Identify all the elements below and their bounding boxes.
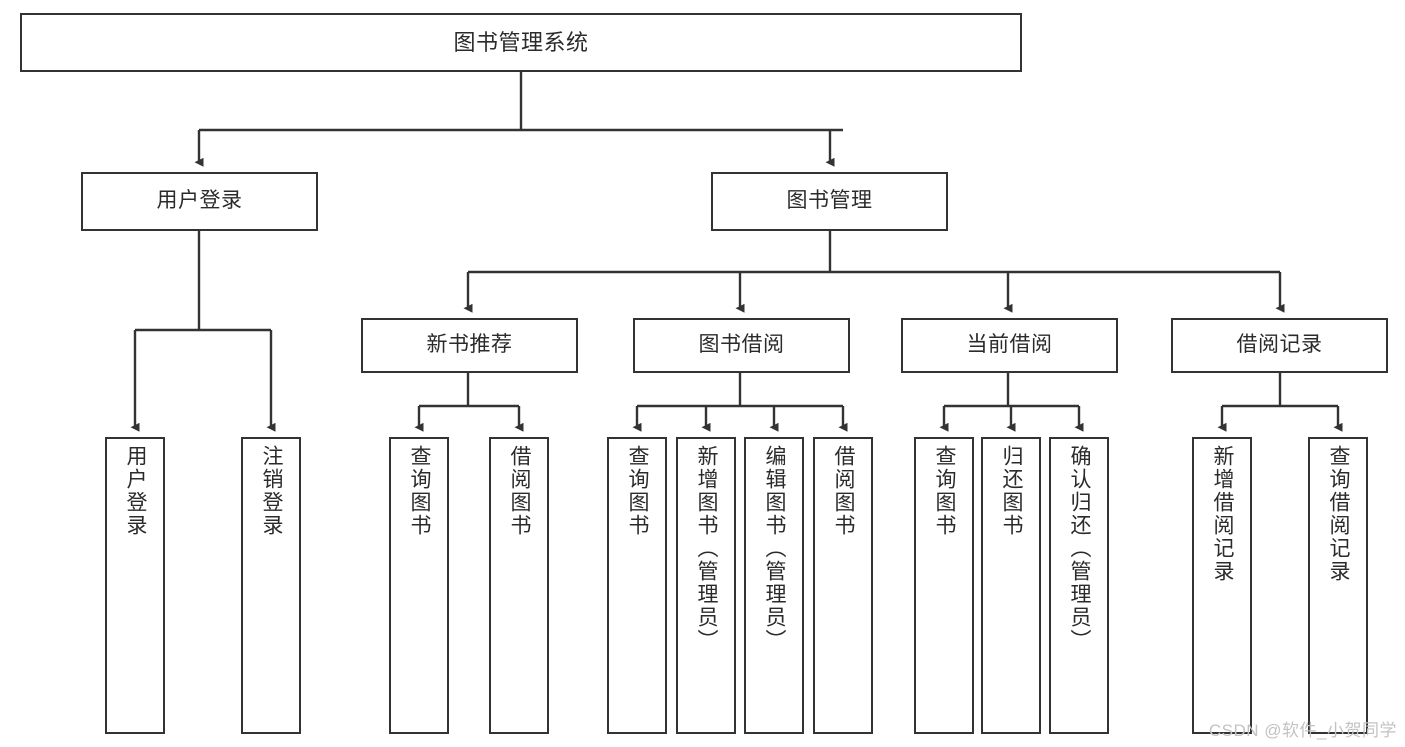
node-borrow-record-label: 借阅记录 [1236,333,1323,357]
leaf-user-login[interactable]: 用户登录 [105,437,165,734]
leaf-bb-edit-book[interactable]: 编辑图书（管理员） [744,437,804,734]
leaf-nb-borrow-book-label: 借阅图书 [508,445,532,537]
leaf-cb-query-book-label: 查询图书 [933,445,957,537]
node-user-login[interactable]: 用户登录 [81,172,318,231]
leaf-bb-borrow-book[interactable]: 借阅图书 [813,437,873,734]
leaf-bb-query-book-label: 查询图书 [626,445,650,537]
leaf-bb-query-book[interactable]: 查询图书 [607,437,667,734]
leaf-logout-label: 注销登录 [260,445,284,537]
csdn-watermark: CSDN @软件_小贺同学 [1208,721,1397,740]
node-root-label: 图书管理系统 [453,29,589,55]
leaf-nb-query-book-label: 查询图书 [408,445,432,537]
node-book-borrow[interactable]: 图书借阅 [633,318,850,373]
leaf-bb-add-book[interactable]: 新增图书（管理员） [676,437,736,734]
leaf-nb-query-book[interactable]: 查询图书 [389,437,449,734]
leaf-cb-confirm-return[interactable]: 确认归还（管理员） [1049,437,1109,734]
node-borrow-record[interactable]: 借阅记录 [1171,318,1388,373]
leaf-br-add-record-label: 新增借阅记录 [1211,445,1235,583]
leaf-cb-query-book[interactable]: 查询图书 [914,437,974,734]
node-new-book-recommend[interactable]: 新书推荐 [361,318,578,373]
leaf-logout[interactable]: 注销登录 [241,437,301,734]
leaf-bb-add-book-label: 新增图书（管理员） [695,445,719,652]
node-root[interactable]: 图书管理系统 [20,13,1022,72]
node-user-login-label: 用户登录 [156,189,243,213]
node-current-borrow-label: 当前借阅 [966,333,1053,357]
leaf-br-add-record[interactable]: 新增借阅记录 [1192,437,1252,734]
leaf-cb-return-book-label: 归还图书 [1000,445,1024,537]
node-book-borrow-label: 图书借阅 [698,333,785,357]
leaf-br-query-record-label: 查询借阅记录 [1327,445,1351,583]
leaf-bb-borrow-book-label: 借阅图书 [832,445,856,537]
leaf-cb-return-book[interactable]: 归还图书 [981,437,1041,734]
node-current-borrow[interactable]: 当前借阅 [901,318,1118,373]
leaf-br-query-record[interactable]: 查询借阅记录 [1308,437,1368,734]
node-book-manage-label: 图书管理 [786,189,873,213]
node-new-book-recommend-label: 新书推荐 [426,333,513,357]
leaf-user-login-label: 用户登录 [124,445,148,537]
node-book-manage[interactable]: 图书管理 [711,172,948,231]
leaf-nb-borrow-book[interactable]: 借阅图书 [489,437,549,734]
leaf-bb-edit-book-label: 编辑图书（管理员） [763,445,787,652]
leaf-cb-confirm-return-label: 确认归还（管理员） [1068,445,1092,652]
